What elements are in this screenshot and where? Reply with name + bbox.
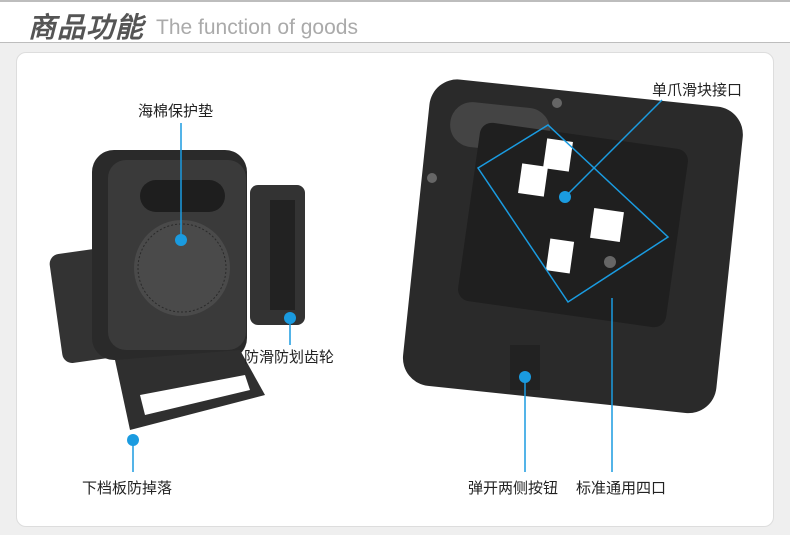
label-single-claw-slider: 单爪滑块接口	[652, 81, 743, 99]
section-title: 商品功能	[28, 11, 145, 44]
label-side-buttons: 弹开两侧按钮	[468, 479, 559, 497]
callout-lines	[132, 99, 670, 472]
mount-back-image	[402, 79, 743, 414]
label-sponge-pad: 海棉保护垫	[138, 102, 214, 120]
label-anti-slip-gear: 防滑防划齿轮	[244, 348, 335, 366]
label-standard-four-port: 标准通用四口	[576, 479, 667, 497]
label-lower-baffle: 下档板防掉落	[82, 479, 173, 497]
callout-dots	[127, 191, 571, 446]
phone-holder-front-image	[49, 150, 305, 430]
section-subtitle: The function of goods	[156, 16, 358, 39]
header: 商品功能 The function of goods	[0, 0, 790, 44]
